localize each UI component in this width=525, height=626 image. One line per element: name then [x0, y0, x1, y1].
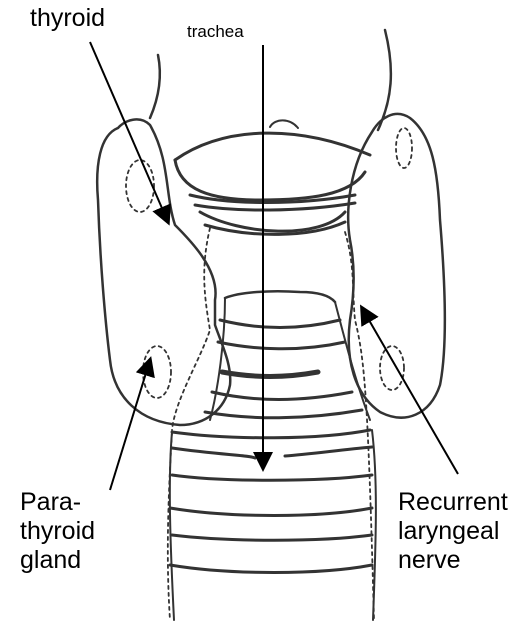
tracheal-ring: [172, 430, 370, 438]
parathyroid-gland-label: Para- thyroid gland: [20, 488, 95, 574]
parathyroid-label-line: thyroid: [20, 517, 95, 546]
parathyroid-arrow: [110, 360, 150, 490]
tracheal-ring: [218, 342, 345, 349]
tracheal-ring: [285, 447, 372, 456]
left-thyroid-lobe: [97, 119, 230, 425]
parathyroid-label-line: Para-: [20, 488, 95, 517]
tracheal-ring: [170, 565, 372, 573]
recurrent-laryngeal-nerve-label: Recurrent laryngeal nerve: [398, 488, 508, 574]
recurrent-label-line: Recurrent: [398, 488, 508, 517]
tracheal-ring: [222, 372, 318, 377]
left-superior-parathyroid: [126, 160, 154, 212]
tracheal-ring: [172, 448, 255, 458]
right-superior-parathyroid: [396, 128, 412, 168]
tracheal-ring: [172, 475, 372, 480]
recurrent-label-line: nerve: [398, 546, 508, 575]
left-recurrent-nerve: [172, 228, 210, 430]
tracheal-ring: [170, 508, 372, 516]
tracheal-ring: [172, 535, 372, 540]
tracheal-ring: [205, 410, 362, 418]
trachea-label: trachea: [187, 22, 244, 42]
parathyroid-label-line: gland: [20, 546, 95, 575]
thyroid-arrow: [90, 42, 168, 222]
right-inferior-parathyroid: [380, 346, 404, 390]
thyroid-label: thyroid: [30, 4, 105, 33]
tracheal-ring: [212, 392, 352, 400]
tracheal-ring: [220, 320, 340, 328]
left-superior-wisp: [150, 55, 160, 118]
right-recurrent-nerve: [345, 232, 374, 620]
isthmus: [175, 133, 370, 160]
recurrent-label-line: laryngeal: [398, 517, 508, 546]
trachea-top: [225, 291, 335, 302]
